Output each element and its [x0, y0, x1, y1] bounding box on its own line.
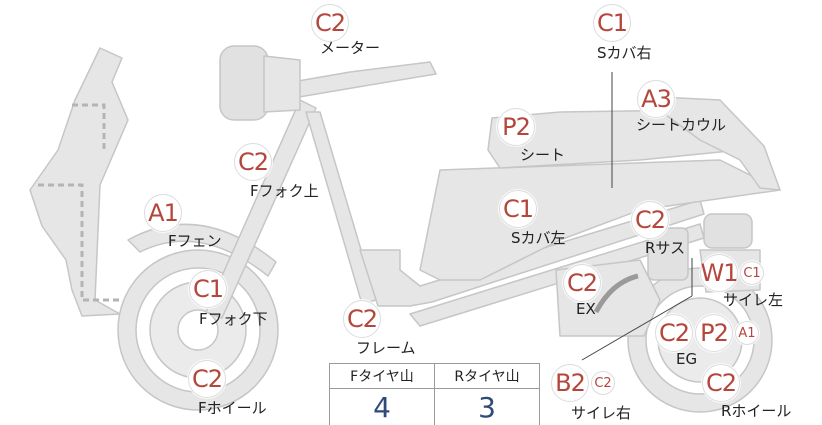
exhaust-pipe-part	[593, 273, 639, 314]
label-seat-cowl: シートカウル	[636, 116, 727, 134]
headlight-part	[219, 45, 269, 121]
label-f-fork-lower: Fフォク下	[199, 310, 268, 328]
grade-badge: P2	[497, 108, 535, 146]
grade-badge: C2	[563, 264, 601, 302]
grade-badge: C2	[311, 4, 349, 42]
marker-r-wheel[interactable]: C2	[702, 364, 740, 402]
label-ex: EX	[576, 300, 596, 318]
side-cover-part	[419, 159, 781, 281]
rear-shock-part	[647, 227, 689, 281]
grade-badge: C2	[343, 300, 381, 338]
label-s-cover-right: Sカバ右	[597, 44, 652, 62]
grade-badge-small: C2	[591, 371, 615, 395]
label-f-fork-upper: Fフォク上	[250, 182, 319, 200]
label-f-wheel: Fホイール	[198, 399, 267, 417]
tire-tread-table: Fタイヤ山 Rタイヤ山 4 3	[329, 363, 540, 425]
label-eg: EG	[676, 350, 698, 368]
grade-badge: C1	[593, 4, 631, 42]
grade-badge: P2	[695, 314, 733, 352]
marker-f-wheel[interactable]: C2	[188, 360, 226, 398]
grade-badge: A3	[637, 80, 675, 118]
marker-seat-cowl[interactable]: A3	[637, 80, 675, 118]
marker-eg[interactable]: C2 P2 A1	[655, 314, 759, 352]
front-tire-value: 4	[329, 388, 435, 425]
label-frame: フレーム	[356, 339, 416, 357]
grade-badge-small: A1	[735, 321, 759, 345]
grade-badge: C2	[655, 314, 693, 352]
front-shield-part	[29, 47, 129, 317]
marker-r-suspension[interactable]: C2	[631, 201, 669, 239]
label-muffler-left: サイレ左	[723, 291, 784, 309]
marker-meter[interactable]: C2	[311, 4, 349, 42]
marker-ex[interactable]: C2	[563, 264, 601, 302]
rear-tire-value: 3	[434, 388, 540, 425]
grade-badge: B2	[551, 364, 589, 402]
label-r-wheel: Rホイール	[721, 402, 792, 420]
grade-badge: C1	[499, 190, 537, 228]
front-fork-part	[205, 99, 317, 319]
marker-muffler-left[interactable]: W1 C1	[700, 254, 764, 292]
label-meter: メーター	[320, 39, 381, 57]
label-f-fender: Fフェン	[168, 232, 222, 250]
grade-badge-small: C1	[740, 261, 764, 285]
grade-badge: C2	[234, 143, 272, 181]
grade-badge: C1	[189, 270, 227, 308]
rear-tire-header: Rタイヤ山	[434, 363, 540, 389]
grade-badge: C2	[631, 201, 669, 239]
label-r-suspension: Rサス	[645, 239, 686, 257]
front-hub-inner-part	[177, 309, 219, 351]
marker-frame[interactable]: C2	[343, 300, 381, 338]
marker-f-fender[interactable]: A1	[144, 194, 182, 232]
marker-s-cover-right[interactable]: C1	[593, 4, 631, 42]
grade-badge: W1	[700, 254, 739, 292]
grade-badge: A1	[144, 194, 182, 232]
frame-part	[305, 111, 377, 305]
marker-s-cover-left[interactable]: C1	[499, 190, 537, 228]
label-muffler-right: サイレ右	[571, 404, 632, 422]
marker-muffler-right[interactable]: B2 C2	[551, 364, 615, 402]
grade-badge: C2	[702, 364, 740, 402]
marker-f-fork-lower[interactable]: C1	[189, 270, 227, 308]
tail-cowl-part	[639, 95, 781, 191]
label-s-cover-left: Sカバ左	[511, 229, 566, 247]
front-tire-header: Fタイヤ山	[329, 363, 435, 389]
marker-f-fork-upper[interactable]: C2	[234, 143, 272, 181]
grade-badge: C2	[188, 360, 226, 398]
marker-seat[interactable]: P2	[497, 108, 535, 146]
muffler-part	[703, 213, 753, 249]
label-seat: シート	[520, 146, 566, 164]
